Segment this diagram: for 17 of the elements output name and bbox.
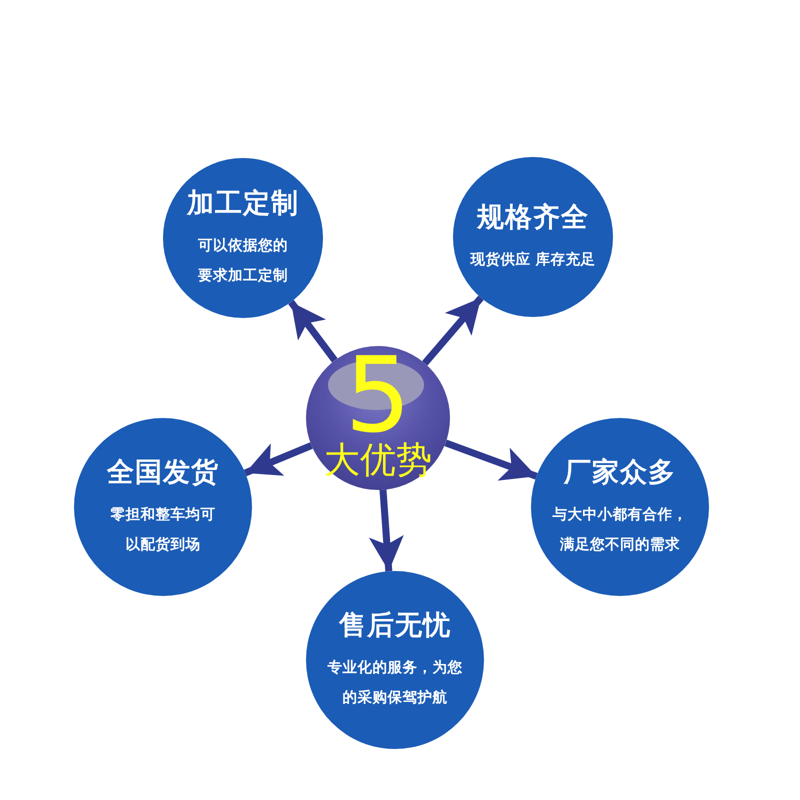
heading: 厂家众多 [564,456,676,490]
arrow [288,300,338,362]
heading: 加工定制 [187,187,299,221]
description: 专业化的服务，为您的采购保驾护航 [326,658,464,708]
arrow [368,490,404,572]
arrow [244,442,313,476]
number: 5 [344,349,412,441]
description: 零担和整车均可以配货到场 [109,506,216,555]
arrow [444,440,538,481]
arrow [422,296,484,366]
description: 与大中小都有合作，满足您不同的需求 [552,506,688,555]
heading: 全国发货 [107,456,219,490]
heading: 大优势 [324,441,432,481]
heading: 规格齐全 [477,201,589,235]
heading: 售后无忧 [339,609,451,643]
description: 现货供应 库存充足 [469,250,597,270]
description: 可以依据您的要求加工定制 [196,236,289,286]
